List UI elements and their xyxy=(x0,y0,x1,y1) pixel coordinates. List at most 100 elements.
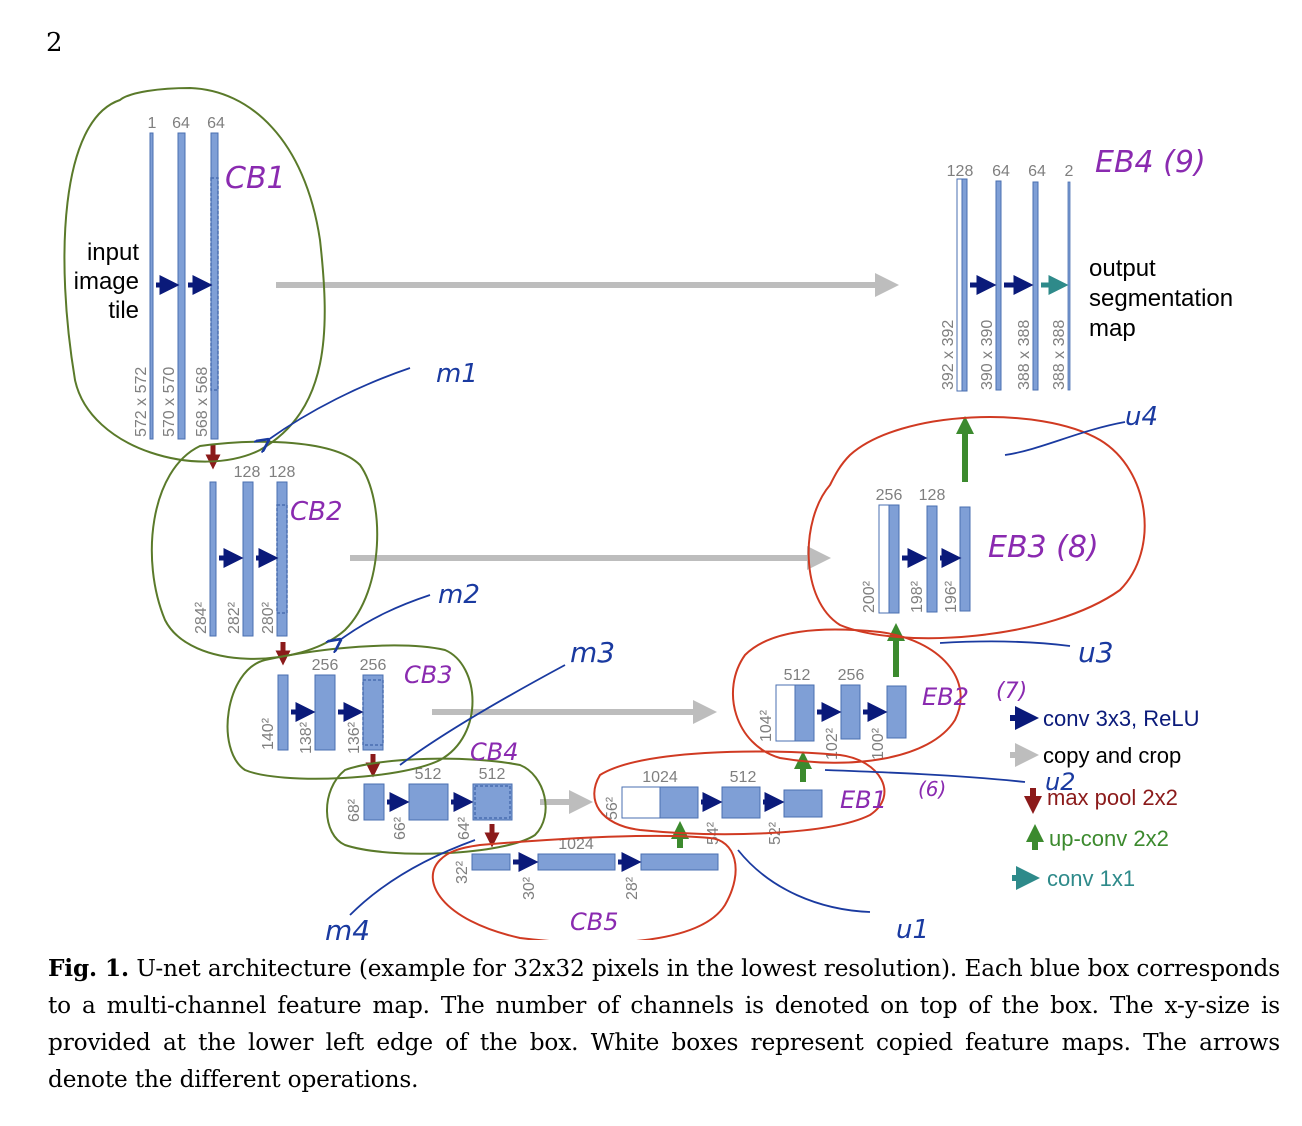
legend-conv-label: conv 3x3, ReLU xyxy=(1043,706,1200,731)
page-number: 2 xyxy=(46,28,63,58)
feature-map-box xyxy=(209,481,217,637)
copied-feature-map xyxy=(956,178,963,392)
u1-annotation: u1 xyxy=(896,915,929,940)
cb2-outline xyxy=(150,440,379,660)
size-label: 280² xyxy=(260,601,277,634)
cb3-outline xyxy=(226,644,474,780)
eb3-annotation: EB3 (8) xyxy=(988,530,1099,565)
encoder-annotations xyxy=(63,86,547,855)
size-label: 136² xyxy=(346,721,363,754)
output-map xyxy=(1067,181,1071,391)
caption-label: Fig. 1. xyxy=(48,955,129,982)
eb2-annotation: EB2 xyxy=(922,683,969,711)
level-2-encoder: 128 128 284² 282² 280² xyxy=(193,464,831,666)
feature-map-box xyxy=(995,180,1002,391)
output-label-line: segmentation xyxy=(1089,285,1233,312)
legend-conv1-label: conv 1x1 xyxy=(1047,866,1135,891)
size-label: 198² xyxy=(909,580,926,613)
copied-feature-map xyxy=(878,504,890,614)
channel-label: 1024 xyxy=(642,769,678,786)
pointer-strokes xyxy=(268,367,1126,916)
output-label-line: output xyxy=(1089,255,1156,282)
cb4-outline xyxy=(326,757,547,855)
crop-region xyxy=(474,785,511,819)
m4-pointer xyxy=(349,839,476,916)
eb2-outline xyxy=(731,628,962,764)
cb5-outline xyxy=(431,834,737,940)
channel-label: 2 xyxy=(1065,163,1074,180)
u2-pointer xyxy=(824,769,1026,783)
legend: conv 3x3, ReLU copy and crop max pool 2x… xyxy=(1010,706,1200,891)
m3-pointer xyxy=(399,664,566,766)
input-label-line: tile xyxy=(108,297,139,324)
channel-label: 512 xyxy=(479,766,506,783)
annotation-text: CB1 CB2 CB3 CB4 CB5 EB1 (6) EB2 (7) EB3 … xyxy=(225,145,1206,940)
channel-label: 128 xyxy=(269,464,296,481)
eb1-annotation: EB1 xyxy=(840,786,887,814)
size-label: 390 x 390 xyxy=(979,320,996,390)
size-label: 392 x 392 xyxy=(940,320,957,390)
size-label: 32² xyxy=(454,860,471,884)
size-label: 64² xyxy=(456,816,473,840)
feature-map-box xyxy=(277,674,289,751)
copied-feature-map xyxy=(775,684,796,742)
eb1-outline xyxy=(593,750,886,836)
level-4-encoder: 512 512 68² 66² 64² xyxy=(346,766,593,848)
channel-label: 256 xyxy=(876,487,903,504)
legend-upconv-label: up-conv 2x2 xyxy=(1049,826,1169,851)
feature-map-box xyxy=(959,506,971,612)
u4-annotation: u4 xyxy=(1125,402,1158,432)
level-3-decoder: 512 256 104² 102² 100² xyxy=(758,623,907,760)
level-5-bottleneck: 1024 32² 30² 28² xyxy=(454,821,719,900)
size-label: 388 x 388 xyxy=(1016,320,1033,390)
m2-annotation: m2 xyxy=(438,580,480,610)
feature-map-box xyxy=(242,481,254,637)
channel-label: 1024 xyxy=(558,836,594,853)
feature-map-box xyxy=(149,132,154,440)
copied-feature-map xyxy=(621,786,661,819)
size-label: 138² xyxy=(298,721,315,754)
feature-map-box xyxy=(177,132,186,440)
m1-pointer xyxy=(268,367,411,440)
size-label: 570 x 570 xyxy=(161,367,178,437)
channel-label: 256 xyxy=(838,667,865,684)
feature-map-box xyxy=(472,783,513,821)
feature-map-box xyxy=(886,685,907,739)
eb2-number: (7) xyxy=(996,679,1027,704)
channel-label: 512 xyxy=(415,766,442,783)
channel-label: 128 xyxy=(947,163,974,180)
caption-text: U-net architecture (example for 32x32 pi… xyxy=(48,955,1280,1093)
channel-label: 64 xyxy=(992,163,1010,180)
level-3-encoder: 256 256 140² 138² 136² xyxy=(260,657,717,778)
size-label: 200² xyxy=(861,580,878,613)
size-label: 388 x 388 xyxy=(1051,320,1068,390)
feature-map-box xyxy=(471,853,511,871)
level-1-decoder: 128 64 64 2 392 x 392 390 x 390 388 x 38… xyxy=(940,163,1233,392)
feature-map-box xyxy=(363,783,385,821)
input-label-line: image xyxy=(74,268,139,295)
feature-map-box xyxy=(794,684,815,742)
size-label: 282² xyxy=(226,601,243,634)
eb1-number: (6) xyxy=(918,777,946,801)
input-label-line: input xyxy=(87,239,139,266)
cb2-annotation: CB2 xyxy=(290,497,343,527)
m2-pointer xyxy=(340,594,431,640)
size-label: 104² xyxy=(758,709,775,742)
unet-diagram: 1 64 64 572 x 572 570 x 570 568 x 568 in… xyxy=(63,86,1233,940)
eb4-annotation: EB4 (9) xyxy=(1095,145,1206,180)
eb3-outline xyxy=(807,416,1146,640)
channel-label: 1 xyxy=(148,115,157,132)
channel-label: 512 xyxy=(730,769,757,786)
u1-pointer xyxy=(737,849,871,913)
feature-map-box xyxy=(659,786,699,819)
decoder-annotations xyxy=(431,416,1146,940)
feature-map-box xyxy=(926,505,938,613)
size-label: 28² xyxy=(624,876,641,900)
feature-map-box xyxy=(640,853,719,871)
legend-copy-label: copy and crop xyxy=(1043,743,1181,768)
feature-map-box xyxy=(721,786,761,819)
channel-label: 256 xyxy=(312,657,339,674)
channel-label: 128 xyxy=(234,464,261,481)
feature-map-box xyxy=(888,504,900,614)
size-label: 100² xyxy=(870,727,887,760)
